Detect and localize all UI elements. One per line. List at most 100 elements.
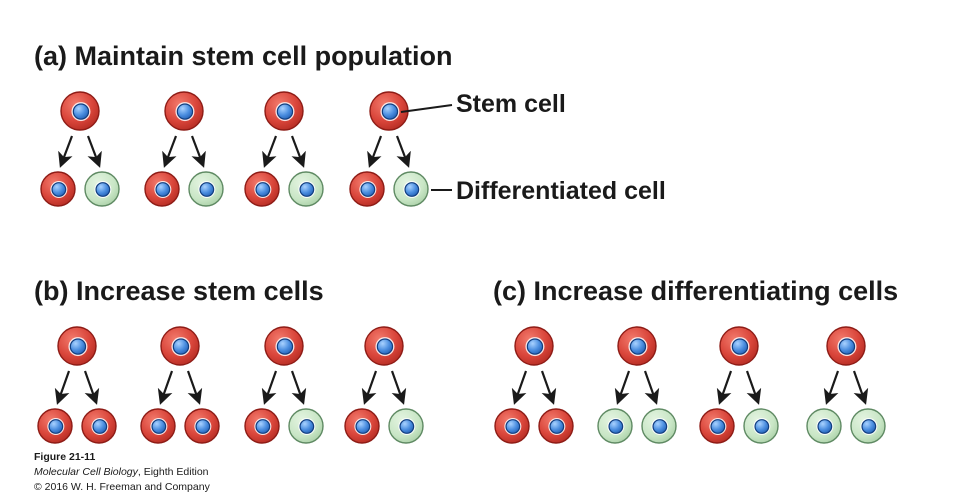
panel-c-division-3-arrow-left <box>716 370 733 405</box>
nucleus <box>172 338 190 355</box>
panel-c-division-4-parent-stem-cell <box>826 326 866 366</box>
nucleus <box>95 182 111 197</box>
panel-b-division-2-parent-stem-cell <box>160 326 200 366</box>
nucleus <box>48 419 64 434</box>
panel-b-division-2-arrow-left <box>157 370 174 405</box>
nucleus <box>195 419 211 434</box>
panel-a-division-1-right-differentiated-cell <box>84 171 120 207</box>
nucleus <box>255 182 271 197</box>
nucleus <box>549 419 565 434</box>
book-credit: Molecular Cell Biology, Eighth Edition <box>34 466 209 478</box>
nucleus <box>731 338 749 355</box>
nucleus <box>754 419 770 434</box>
panel-b-division-2-arrow-right <box>186 370 203 405</box>
panel-b-division-1-arrow-left <box>54 370 71 405</box>
panel-b-division-1-left-stem-cell <box>37 408 73 444</box>
panel-a-division-4-arrow-right <box>395 135 411 168</box>
panel-b-division-2-left-stem-cell <box>140 408 176 444</box>
panel-a-division-3-right-differentiated-cell <box>288 171 324 207</box>
cells-layer <box>37 91 886 444</box>
panel-a-division-3-arrow-left <box>262 135 278 168</box>
panel-b-division-4-left-stem-cell <box>344 408 380 444</box>
nucleus <box>526 338 544 355</box>
panel-b-division-3-arrow-right <box>290 370 307 405</box>
panel-b-division-4-parent-stem-cell <box>364 326 404 366</box>
panel-b-division-3-right-differentiated-cell <box>288 408 324 444</box>
nucleus <box>360 182 376 197</box>
panel-b-division-1-parent-stem-cell <box>57 326 97 366</box>
copyright-notice: © 2016 W. H. Freeman and Company <box>34 481 210 493</box>
panel-a-division-1-arrow-left <box>58 135 74 168</box>
stem-cell-label: Stem cell <box>456 90 566 118</box>
nucleus <box>176 103 194 120</box>
nucleus <box>652 419 668 434</box>
nucleus <box>381 103 399 120</box>
panel-c-division-1-parent-stem-cell <box>514 326 554 366</box>
nucleus <box>376 338 394 355</box>
book-title: Molecular Cell Biology <box>34 466 138 478</box>
panel-c-division-3-arrow-right <box>745 370 762 405</box>
nucleus <box>505 419 521 434</box>
panel-c-division-3-right-differentiated-cell <box>743 408 779 444</box>
nucleus <box>355 419 371 434</box>
panel-b-division-3-left-stem-cell <box>244 408 280 444</box>
panel-b-division-1-arrow-right <box>83 370 100 405</box>
nucleus <box>838 338 856 355</box>
panel-c-title: (c) Increase differentiating cells <box>493 276 898 306</box>
nucleus <box>861 419 877 434</box>
panel-c-division-3-parent-stem-cell <box>719 326 759 366</box>
panel-c-division-2-arrow-left <box>614 370 631 405</box>
panel-b-division-4-arrow-right <box>390 370 407 405</box>
nucleus <box>276 338 294 355</box>
panel-a-division-4-parent-stem-cell <box>369 91 409 131</box>
panel-c-division-1-arrow-right <box>540 370 557 405</box>
panel-a-division-1-parent-stem-cell <box>60 91 100 131</box>
nucleus <box>299 182 315 197</box>
differentiated-cell-label: Differentiated cell <box>456 177 666 205</box>
nucleus <box>608 419 624 434</box>
panel-a-division-2-arrow-right <box>190 135 206 168</box>
panel-b-division-2-right-stem-cell <box>184 408 220 444</box>
panel-b-division-1-right-stem-cell <box>81 408 117 444</box>
panel-b-division-4-right-differentiated-cell <box>388 408 424 444</box>
nucleus <box>69 338 87 355</box>
panel-c-division-1-arrow-left <box>511 370 528 405</box>
panel-c-division-4-arrow-left <box>823 370 840 405</box>
panel-b-title: (b) Increase stem cells <box>34 276 324 306</box>
panel-a-division-4-left-stem-cell <box>349 171 385 207</box>
panel-c-division-4-left-differentiated-cell <box>806 408 842 444</box>
nucleus <box>399 419 415 434</box>
panel-a-division-3-arrow-right <box>290 135 306 168</box>
nucleus <box>72 103 90 120</box>
nucleus <box>299 419 315 434</box>
panel-c-division-2-right-differentiated-cell <box>641 408 677 444</box>
panel-c-division-2-arrow-right <box>643 370 660 405</box>
panel-c-division-4-arrow-right <box>852 370 869 405</box>
panel-c-division-2-parent-stem-cell <box>617 326 657 366</box>
figure-number: Figure 21-11 <box>34 451 96 463</box>
panel-b-division-4-arrow-left <box>361 370 378 405</box>
nucleus <box>51 182 67 197</box>
panel-c-division-2-left-differentiated-cell <box>597 408 633 444</box>
panel-a-division-4-right-differentiated-cell <box>393 171 429 207</box>
nucleus <box>155 182 171 197</box>
panel-a-division-1-arrow-right <box>86 135 102 168</box>
panel-a-division-1-left-stem-cell <box>40 171 76 207</box>
panel-a-title: (a) Maintain stem cell population <box>34 41 453 71</box>
panel-a-division-4-arrow-left <box>367 135 383 168</box>
nucleus <box>199 182 215 197</box>
panel-a-division-3-left-stem-cell <box>244 171 280 207</box>
panel-a-division-2-parent-stem-cell <box>164 91 204 131</box>
nucleus <box>710 419 726 434</box>
panel-a-division-2-right-differentiated-cell <box>188 171 224 207</box>
panel-c-division-1-left-stem-cell <box>494 408 530 444</box>
book-edition: , Eighth Edition <box>137 466 209 478</box>
nucleus <box>255 419 271 434</box>
nucleus <box>817 419 833 434</box>
panel-a-division-2-arrow-left <box>162 135 178 168</box>
nucleus <box>151 419 167 434</box>
panel-b-division-3-arrow-left <box>261 370 278 405</box>
panel-a-division-2-left-stem-cell <box>144 171 180 207</box>
nucleus <box>92 419 108 434</box>
